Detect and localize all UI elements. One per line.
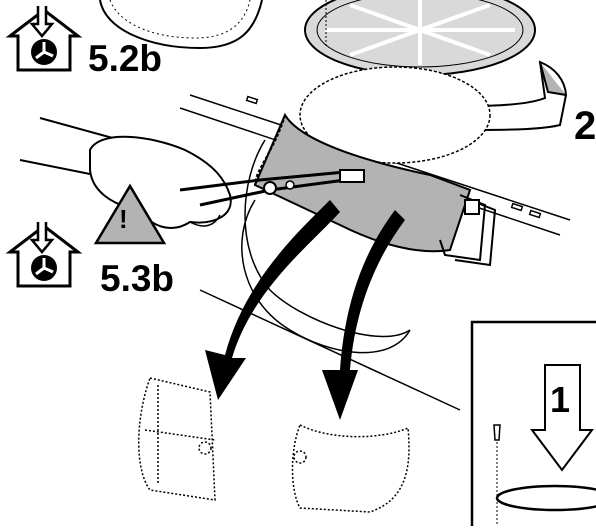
removed-cover-halves [138, 377, 410, 513]
step-label-2: 2 [574, 104, 596, 148]
inset-detail [470, 320, 596, 531]
grease-filter-disk [304, 0, 536, 76]
step-label-5-2b: 5.2b [88, 38, 163, 79]
step-label-5-3b: 5.3b [100, 258, 175, 299]
extraction-ring-outline [299, 66, 491, 164]
warning-mark: ! [119, 204, 128, 234]
warning-triangle-icon [93, 183, 167, 245]
house-fan-icon [5, 222, 83, 288]
removed-cover-top [99, 0, 263, 50]
mounting-bracket [439, 194, 497, 267]
removal-arrows [205, 200, 405, 420]
house-fan-icon [5, 6, 83, 72]
step-label-1: 1 [550, 379, 571, 420]
